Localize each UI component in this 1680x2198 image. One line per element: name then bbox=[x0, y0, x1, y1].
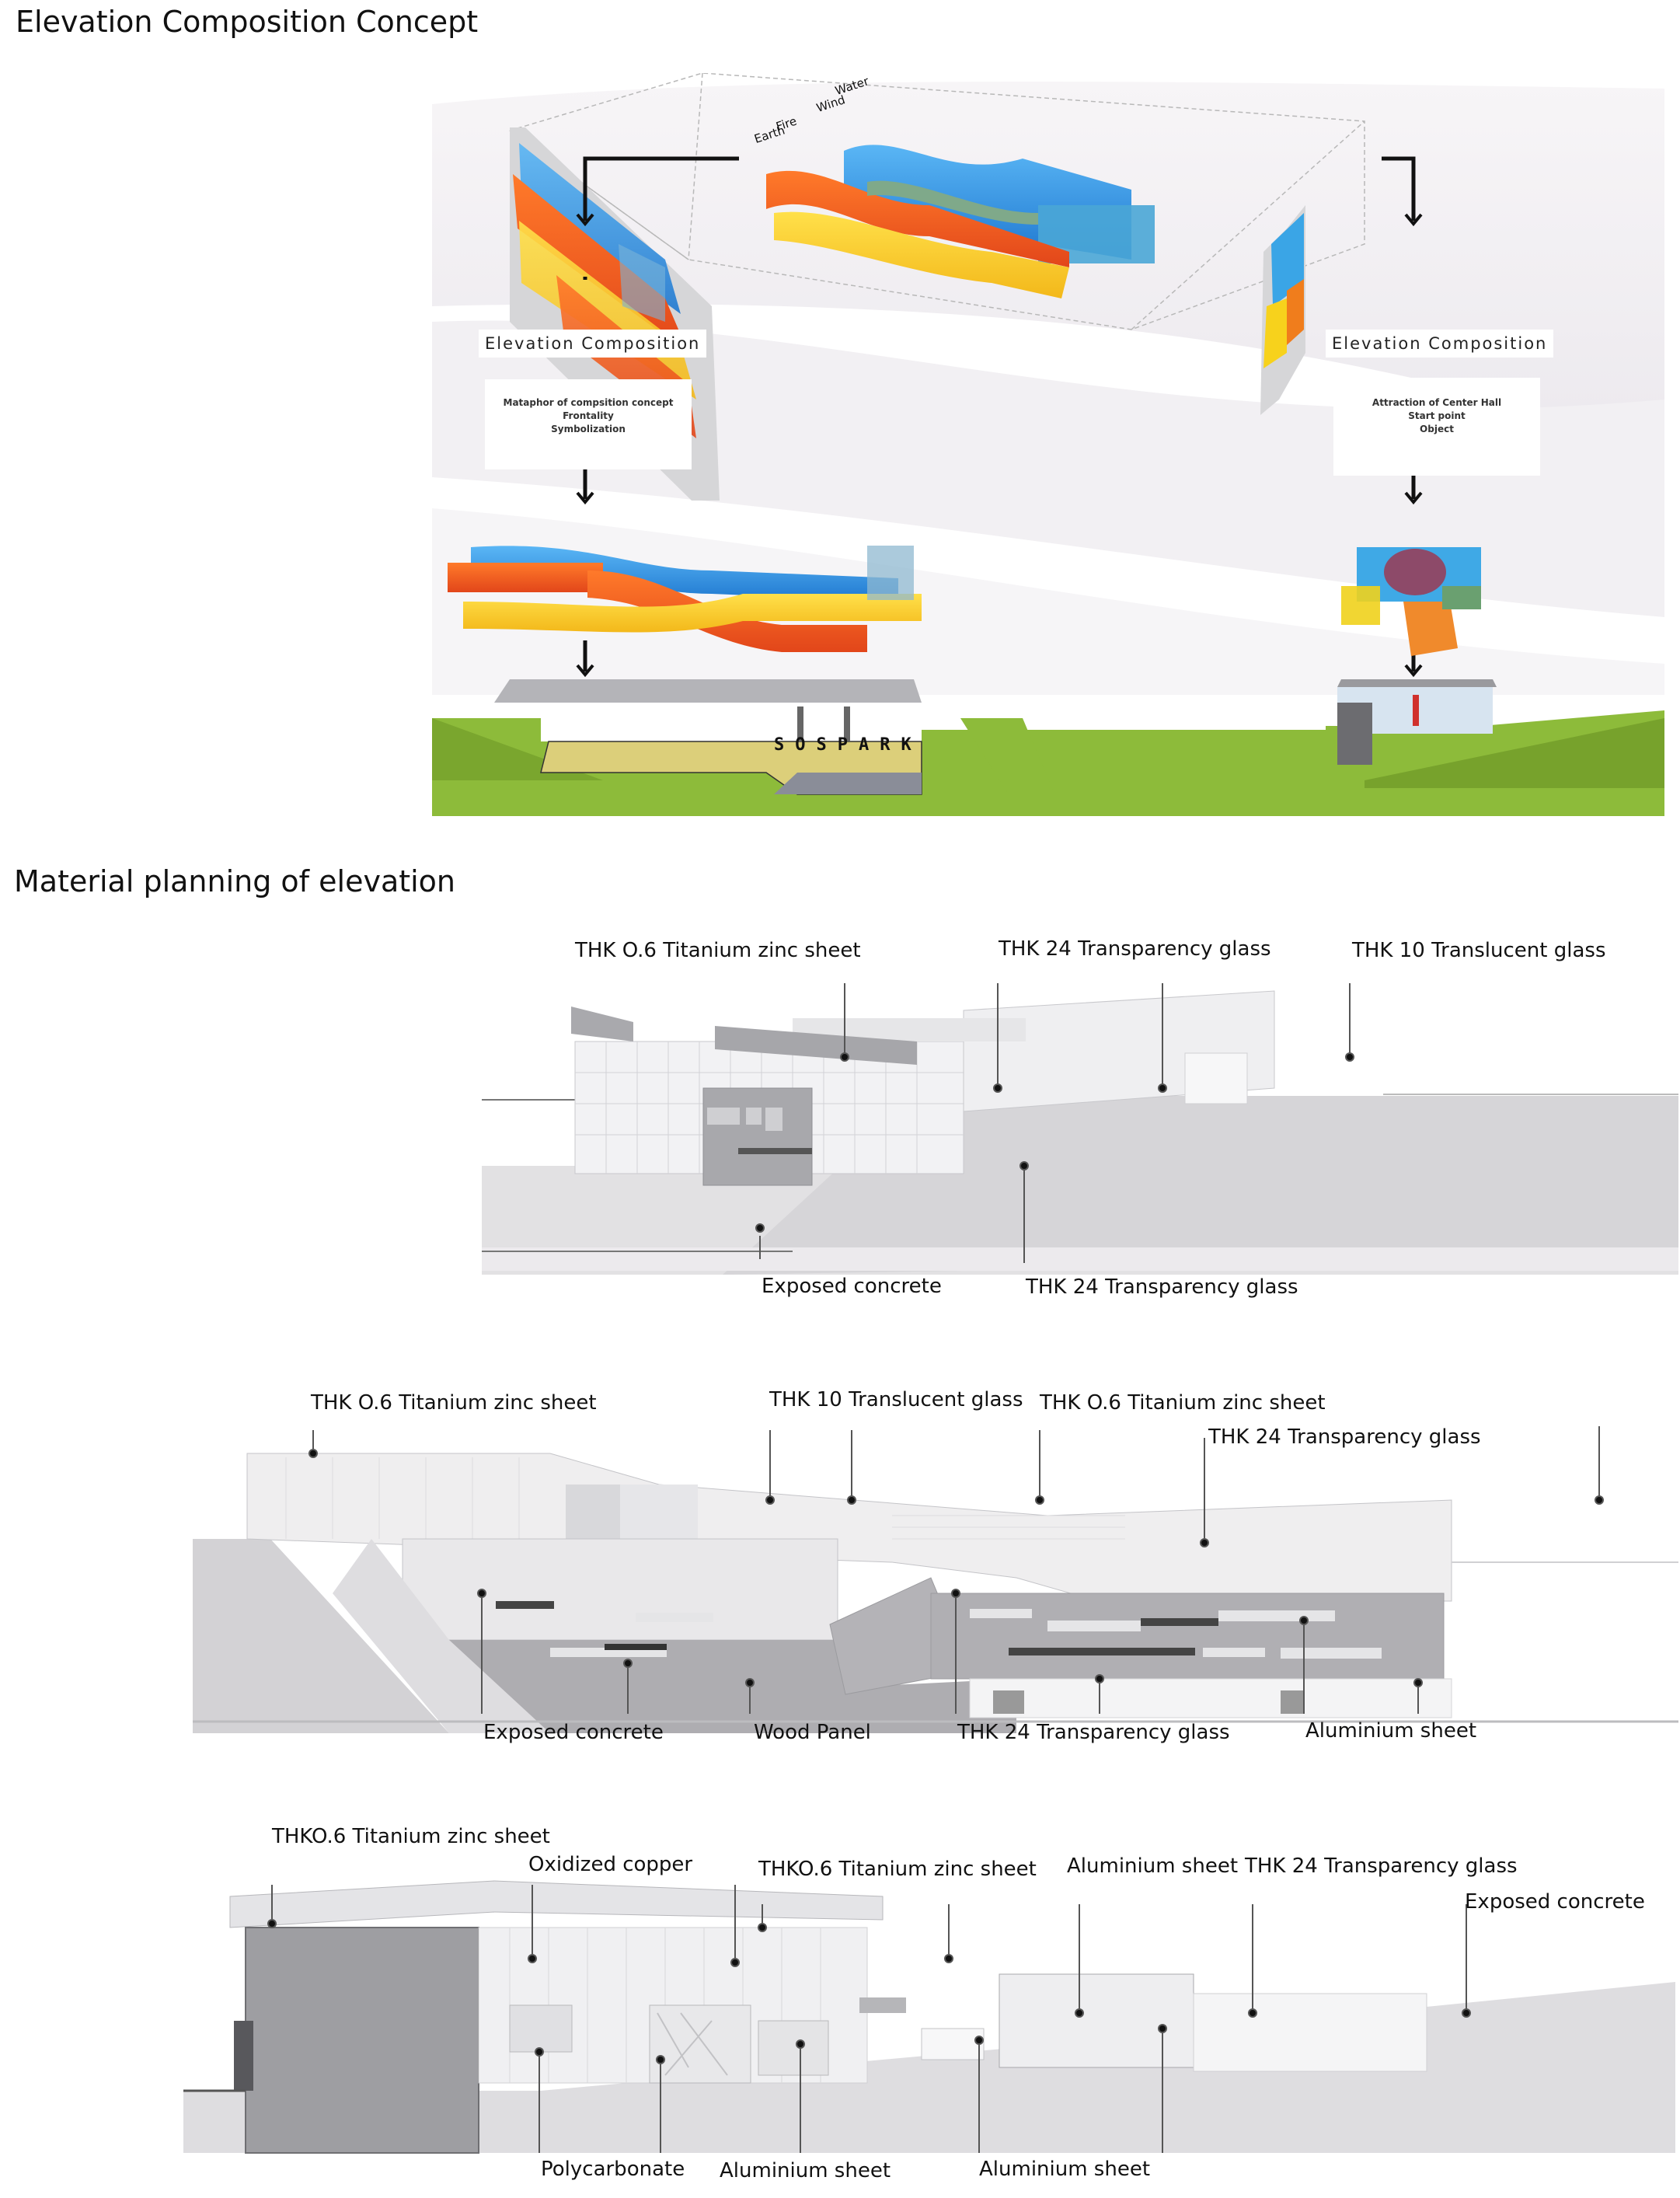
annotation-label: THK 24 Transparency glass bbox=[1245, 1854, 1518, 1878]
left-composition-model bbox=[448, 546, 922, 652]
arrow-down-icon bbox=[576, 213, 594, 227]
elevation-1-illustration bbox=[482, 990, 1678, 1275]
background-wave bbox=[432, 320, 1664, 617]
annotation-label: THK 24 Transparency glass bbox=[1208, 1425, 1481, 1449]
annotation-label: THK 24 Transparency glass bbox=[999, 937, 1271, 961]
fire-band bbox=[766, 170, 1069, 267]
titanium-panel bbox=[715, 1026, 917, 1065]
annotation-label: THK O.6 Titanium zinc sheet bbox=[1040, 1391, 1326, 1415]
concrete-tower bbox=[245, 1927, 479, 2154]
arrow-down-icon bbox=[576, 664, 594, 678]
annotation-label: Aluminium sheet bbox=[1305, 1719, 1477, 1743]
annotation-label: Polycarbonate bbox=[541, 2158, 685, 2181]
concrete-block bbox=[702, 1087, 813, 1186]
caption-line: Frontality bbox=[563, 410, 614, 421]
elevation-drawing-2 bbox=[193, 1438, 1678, 1733]
background-wave bbox=[432, 508, 1664, 695]
right-caption-title: Elevation Composition bbox=[1326, 330, 1554, 358]
wind-band bbox=[867, 180, 1038, 225]
elevation-drawing-1 bbox=[482, 964, 1678, 1290]
caption-line: Symbolization bbox=[551, 424, 626, 434]
annotation-label: Exposed concrete bbox=[483, 1721, 664, 1744]
volume-wireframe bbox=[509, 73, 1365, 330]
annotation-label: Aluminium sheet bbox=[979, 2158, 1151, 2181]
left-building-render bbox=[494, 679, 922, 795]
titanium-roof bbox=[229, 1880, 884, 1928]
arrow-down-icon bbox=[1404, 213, 1423, 227]
caption-line: Attraction of Center Hall bbox=[1372, 397, 1502, 408]
annotation-label: THK 10 Translucent glass bbox=[769, 1388, 1023, 1411]
annotation-label: Wood Panel bbox=[754, 1721, 871, 1744]
right-building-render bbox=[1337, 679, 1497, 765]
arrow-down-icon bbox=[1404, 491, 1423, 505]
annotation-label: Aluminium sheet bbox=[1067, 1854, 1239, 1878]
arrow-down-icon bbox=[1404, 664, 1423, 678]
sospark-signage: SOSPARK bbox=[774, 735, 922, 755]
caption-line: Mataphor of compsition concept bbox=[503, 397, 674, 408]
elevation-2-illustration bbox=[193, 1453, 1678, 1733]
right-composition-model bbox=[1341, 547, 1481, 656]
annotation-label: THK O.6 Titanium zinc sheet bbox=[575, 939, 861, 962]
annotation-label: THK 24 Transparency glass bbox=[1026, 1275, 1298, 1299]
annotation-label: Aluminium sheet bbox=[720, 2159, 891, 2182]
caption-line: Object bbox=[1420, 424, 1454, 434]
annotation-label: Exposed concrete bbox=[762, 1275, 942, 1298]
concept-diagram: Water Wind Fire Earth Elevation Composit… bbox=[432, 73, 1664, 816]
annotation-label: THK 24 Transparency glass bbox=[957, 1721, 1230, 1744]
annotation-label: Oxidized copper bbox=[528, 1853, 693, 1876]
section-title-material: Material planning of elevation bbox=[14, 864, 456, 898]
earth-band bbox=[774, 211, 1069, 298]
left-caption-title: Elevation Composition bbox=[479, 330, 707, 358]
polycarbonate-panel bbox=[649, 2004, 751, 2084]
annotation-label: THKO.6 Titanium zinc sheet bbox=[272, 1825, 550, 1848]
caption-line: Start point bbox=[1408, 410, 1466, 421]
annotation-label: THKO.6 Titanium zinc sheet bbox=[758, 1858, 1037, 1881]
annotation-label: THK 10 Translucent glass bbox=[1352, 939, 1606, 962]
aluminium-volume bbox=[930, 1593, 1445, 1680]
section-title-concept: Elevation Composition Concept bbox=[16, 5, 479, 39]
left-caption-box: Mataphor of compsition concept Frontalit… bbox=[485, 379, 692, 469]
wood-panel-volume bbox=[449, 1640, 1016, 1733]
arrow-down-icon bbox=[576, 491, 594, 505]
annotation-label: Exposed concrete bbox=[1465, 1890, 1645, 1914]
elevation-3-illustration bbox=[183, 1880, 1675, 2154]
right-caption-box: Attraction of Center Hall Start point Ob… bbox=[1333, 378, 1540, 476]
annotation-label: THK O.6 Titanium zinc sheet bbox=[311, 1391, 597, 1415]
elevation-drawing-3 bbox=[183, 1865, 1678, 2161]
